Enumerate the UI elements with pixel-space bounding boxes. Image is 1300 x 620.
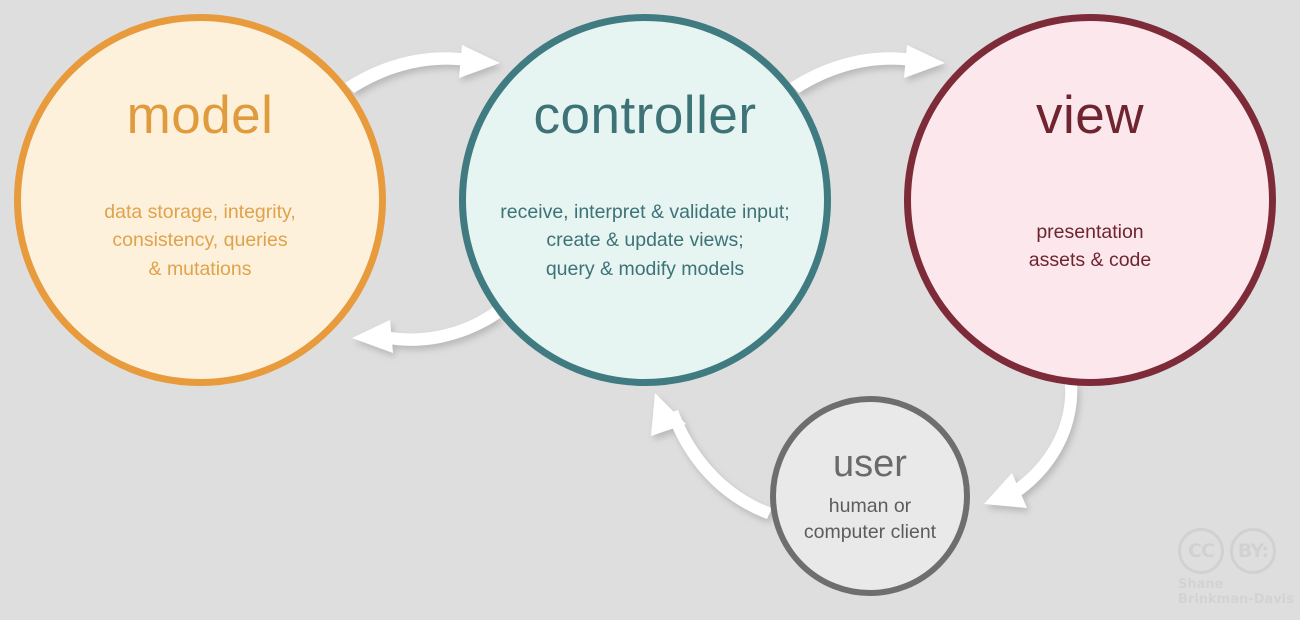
node-user[interactable]: user human or computer client bbox=[770, 396, 970, 596]
node-model-title: model bbox=[126, 86, 274, 145]
node-user-description-line: human or bbox=[828, 495, 912, 517]
node-view-description-line: assets & code bbox=[1028, 249, 1152, 272]
creative-commons-icon: CC bbox=[1178, 528, 1224, 574]
node-controller-description: receive, interpret & validate input; cre… bbox=[500, 198, 789, 283]
attribution-name-line: Shane bbox=[1178, 577, 1224, 592]
cc-by-icon: BY: bbox=[1230, 528, 1276, 574]
node-controller-description-line: receive, interpret & validate input; bbox=[500, 201, 790, 223]
arrow-model-to-controller bbox=[345, 45, 500, 93]
node-model-description-line: consistency, queries bbox=[112, 229, 288, 252]
node-model[interactable]: model data storage, integrity, consisten… bbox=[14, 14, 386, 386]
node-controller-title: controller bbox=[533, 86, 757, 145]
node-user-title: user bbox=[833, 443, 907, 485]
node-controller[interactable]: controller receive, interpret & validate… bbox=[459, 14, 831, 386]
node-model-description-line: data storage, integrity, bbox=[104, 201, 296, 223]
arrow-controller-to-model bbox=[352, 307, 500, 353]
arrow-user-to-controller bbox=[651, 393, 772, 519]
node-model-description: data storage, integrity, consistency, qu… bbox=[104, 198, 296, 283]
node-view-title: view bbox=[1035, 86, 1145, 145]
attribution-name: Shane Brinkman-Davis bbox=[1178, 577, 1294, 608]
node-user-description-line: computer client bbox=[803, 521, 937, 544]
node-model-description-line: & mutations bbox=[148, 257, 252, 280]
creative-commons-attribution: CC BY: Shane Brinkman-Davis bbox=[1178, 528, 1294, 610]
node-view[interactable]: view presentation assets & code bbox=[904, 14, 1276, 386]
node-view-description-line: presentation bbox=[1036, 221, 1144, 243]
arrow-controller-to-view bbox=[790, 45, 945, 93]
node-view-description: presentation assets & code bbox=[1029, 218, 1151, 275]
node-controller-description-line: create & update views; bbox=[546, 229, 744, 252]
node-user-description: human or computer client bbox=[804, 493, 936, 546]
cc-marks: CC BY: bbox=[1178, 528, 1288, 574]
attribution-name-line: Brinkman-Davis bbox=[1178, 591, 1294, 607]
arrow-view-to-user bbox=[984, 383, 1078, 508]
node-controller-description-line: query & modify models bbox=[545, 257, 745, 280]
